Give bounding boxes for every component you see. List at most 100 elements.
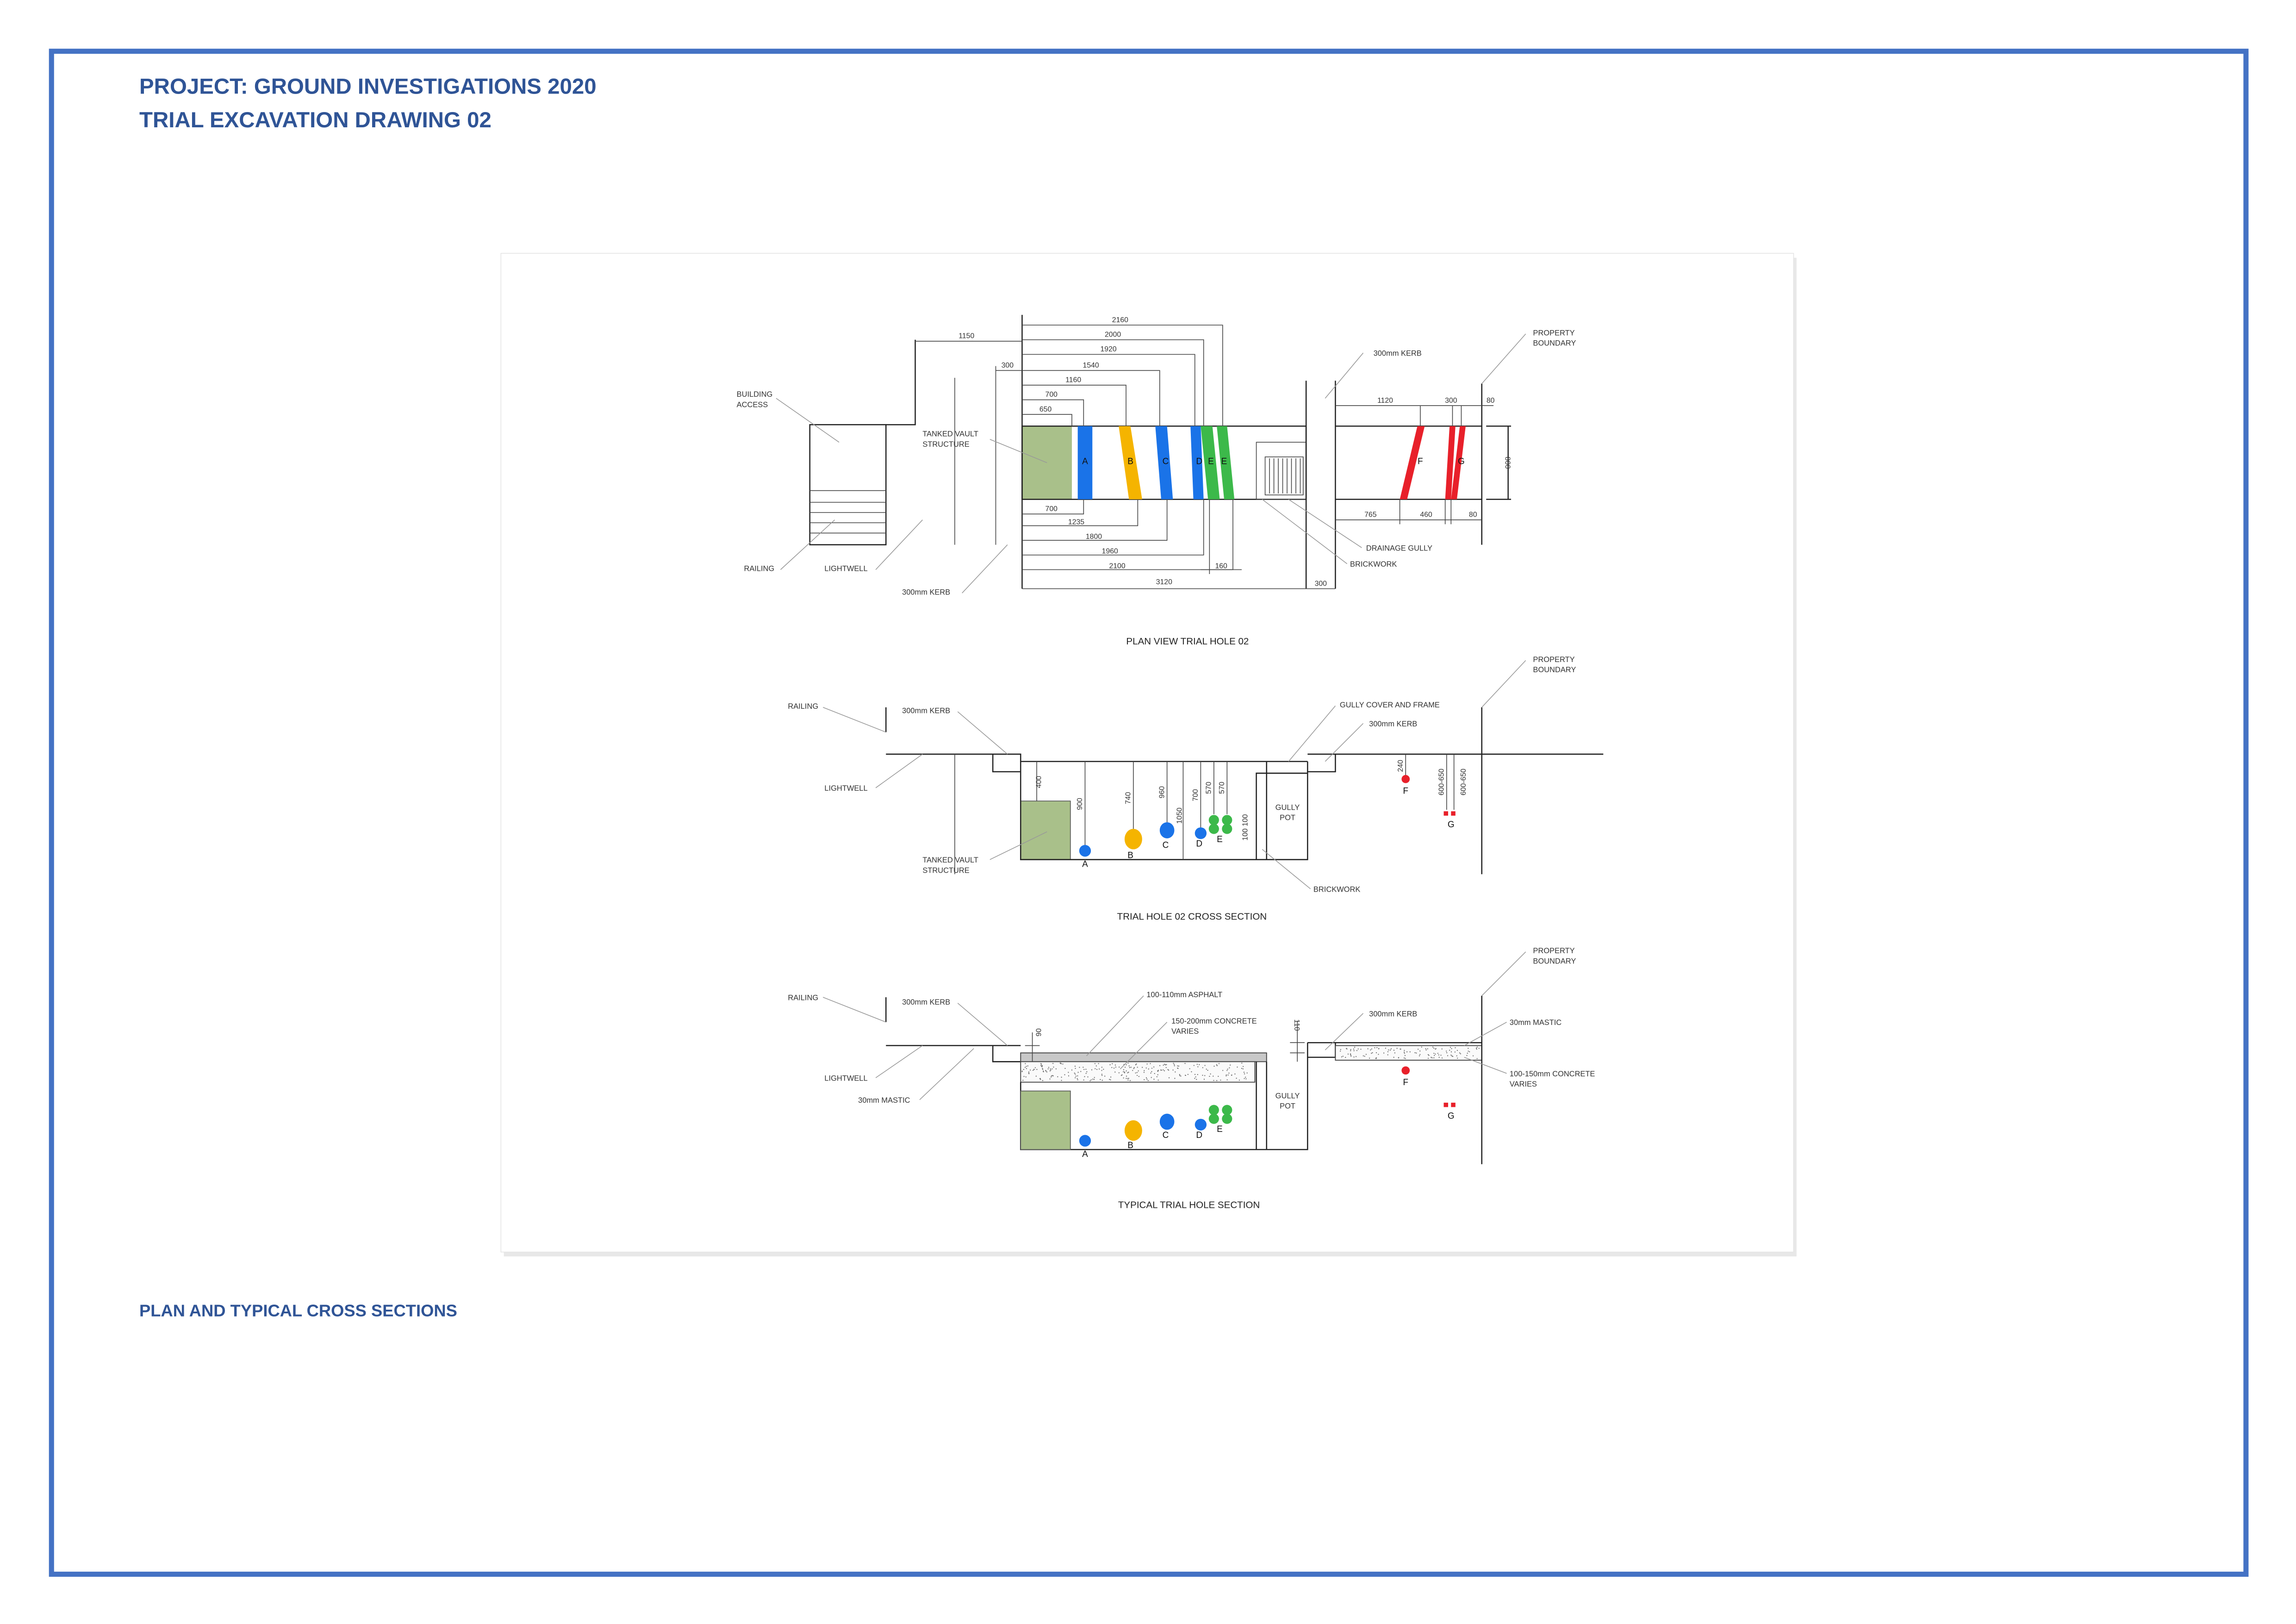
stipple-dot xyxy=(1052,1063,1054,1064)
stipple-dot xyxy=(1115,1066,1117,1068)
stipple-dot xyxy=(1419,1050,1421,1052)
stipple-dot xyxy=(1086,1071,1088,1073)
service-tag-a: A xyxy=(1082,860,1088,869)
stipple-dot xyxy=(1109,1064,1111,1066)
stipple-dot xyxy=(1369,1057,1370,1059)
stipple-dot xyxy=(1416,1052,1417,1054)
service-a xyxy=(1079,1135,1091,1147)
dim-2160: 2160 xyxy=(1112,316,1128,324)
cross-section: A B C D E F G 400 900 740 960 1050 700 5… xyxy=(788,656,1604,922)
service-tag-c: C xyxy=(1163,1131,1169,1140)
stipple-dot xyxy=(1126,1075,1127,1077)
stipple-dot xyxy=(1350,1054,1351,1055)
stipple-dot xyxy=(1095,1065,1097,1067)
stipple-dot xyxy=(1398,1057,1399,1059)
stipple-dot xyxy=(1245,1078,1247,1080)
stipple-dot xyxy=(1157,1071,1159,1072)
stipple-dot xyxy=(1024,1067,1026,1068)
dim-1920: 1920 xyxy=(1101,345,1117,353)
service-e-duct xyxy=(1222,824,1232,834)
service-tag-b: B xyxy=(1127,1141,1133,1150)
label-kerb-right: 300mm KERB xyxy=(1369,720,1417,728)
dim-160-line xyxy=(1201,499,1242,574)
stipple-dot xyxy=(1039,1078,1041,1080)
kerb-lines xyxy=(1305,381,1336,589)
label-concrete-r2: VARIES xyxy=(1510,1080,1537,1088)
label-boundary-1: PROPERTY xyxy=(1533,329,1574,337)
label-lightwell: LIGHTWELL xyxy=(824,565,867,573)
service-tag-g: G xyxy=(1458,457,1465,467)
stipple-dot xyxy=(1025,1076,1027,1078)
drawing-image xyxy=(500,253,1794,1253)
right-ground-kerb xyxy=(1307,753,1604,773)
service-tag-g: G xyxy=(1448,820,1455,830)
project-title: PROJECT: GROUND INVESTIGATIONS 2020 xyxy=(139,74,597,99)
stipple-dot xyxy=(1244,1073,1245,1074)
stipple-dot xyxy=(1203,1079,1205,1080)
service-d-strip xyxy=(1190,426,1204,500)
stipple-dot xyxy=(1028,1072,1030,1074)
label-building-access-2: ACCESS xyxy=(737,400,768,409)
stipple-dot xyxy=(1159,1065,1161,1066)
dim-300-top: 300 xyxy=(1002,362,1014,369)
stipple-dot xyxy=(1112,1063,1113,1064)
stipple-dot xyxy=(1135,1064,1137,1066)
stipple-dot xyxy=(1431,1057,1433,1059)
stipple-dot xyxy=(1425,1049,1427,1051)
stipple-dot xyxy=(1193,1065,1195,1066)
stipple-dot xyxy=(1378,1048,1380,1049)
stipple-dot xyxy=(1120,1074,1122,1076)
stipple-dot xyxy=(1127,1078,1128,1079)
stipple-dot xyxy=(1068,1072,1069,1073)
stipple-dot xyxy=(1244,1078,1245,1079)
stipple-dot xyxy=(1151,1071,1152,1072)
label-mastic-right: 30mm MASTIC xyxy=(1510,1018,1562,1027)
stipple-dot xyxy=(1435,1048,1437,1049)
stipple-dot xyxy=(1163,1069,1164,1071)
stipple-dot xyxy=(1174,1078,1176,1079)
stipple-dot xyxy=(1089,1080,1091,1081)
stipple-dot xyxy=(1478,1048,1480,1049)
stipple-dot xyxy=(1042,1065,1043,1066)
stipple-dot xyxy=(1441,1057,1443,1059)
label-boundary-2: BOUNDARY xyxy=(1533,339,1576,348)
stipple-dot xyxy=(1055,1068,1057,1069)
stipple-dot xyxy=(1457,1057,1458,1059)
stipple-dot xyxy=(1128,1065,1130,1067)
label-gully-2: POT xyxy=(1280,813,1295,822)
stipple-dot xyxy=(1161,1069,1163,1071)
stipple-dot xyxy=(1033,1068,1035,1070)
stipple-dot xyxy=(1160,1069,1162,1071)
stipple-dot xyxy=(1130,1067,1132,1068)
stipple-dot xyxy=(1127,1062,1129,1064)
stipple-dot xyxy=(1103,1068,1104,1070)
stipple-dot xyxy=(1154,1073,1155,1074)
service-e-strip-2 xyxy=(1217,426,1235,500)
stipple-dot xyxy=(1109,1079,1110,1080)
stipple-dot xyxy=(1404,1055,1406,1056)
stipple-dot xyxy=(1094,1077,1095,1078)
stipple-dot xyxy=(1365,1054,1367,1055)
stipple-dot xyxy=(1390,1048,1392,1049)
dim-1800: 1800 xyxy=(1086,533,1102,541)
stipple-dot xyxy=(1372,1052,1373,1054)
stipple-dot xyxy=(1213,1066,1215,1067)
service-a xyxy=(1079,845,1091,857)
stipple-dot xyxy=(1046,1071,1048,1073)
stipple-dot xyxy=(1128,1071,1129,1073)
stipple-dot xyxy=(1202,1067,1203,1068)
label-railing: RAILING xyxy=(744,565,774,573)
stipple-dot xyxy=(1389,1049,1391,1051)
stipple-dot xyxy=(1027,1065,1028,1067)
service-b xyxy=(1124,1120,1142,1141)
stipple-dot xyxy=(1129,1080,1131,1081)
depth-100-100: 100 100 xyxy=(1242,814,1250,840)
label-kerb-left: 300mm KERB xyxy=(902,998,950,1006)
stipple-dot xyxy=(1421,1046,1422,1048)
footpath-outline xyxy=(1335,425,1482,500)
stipple-dot xyxy=(1199,1064,1200,1065)
stipple-dot xyxy=(1145,1077,1147,1079)
stipple-dot xyxy=(1367,1048,1369,1049)
stipple-dot xyxy=(1370,1049,1371,1051)
left-ground-kerb xyxy=(885,707,1308,773)
